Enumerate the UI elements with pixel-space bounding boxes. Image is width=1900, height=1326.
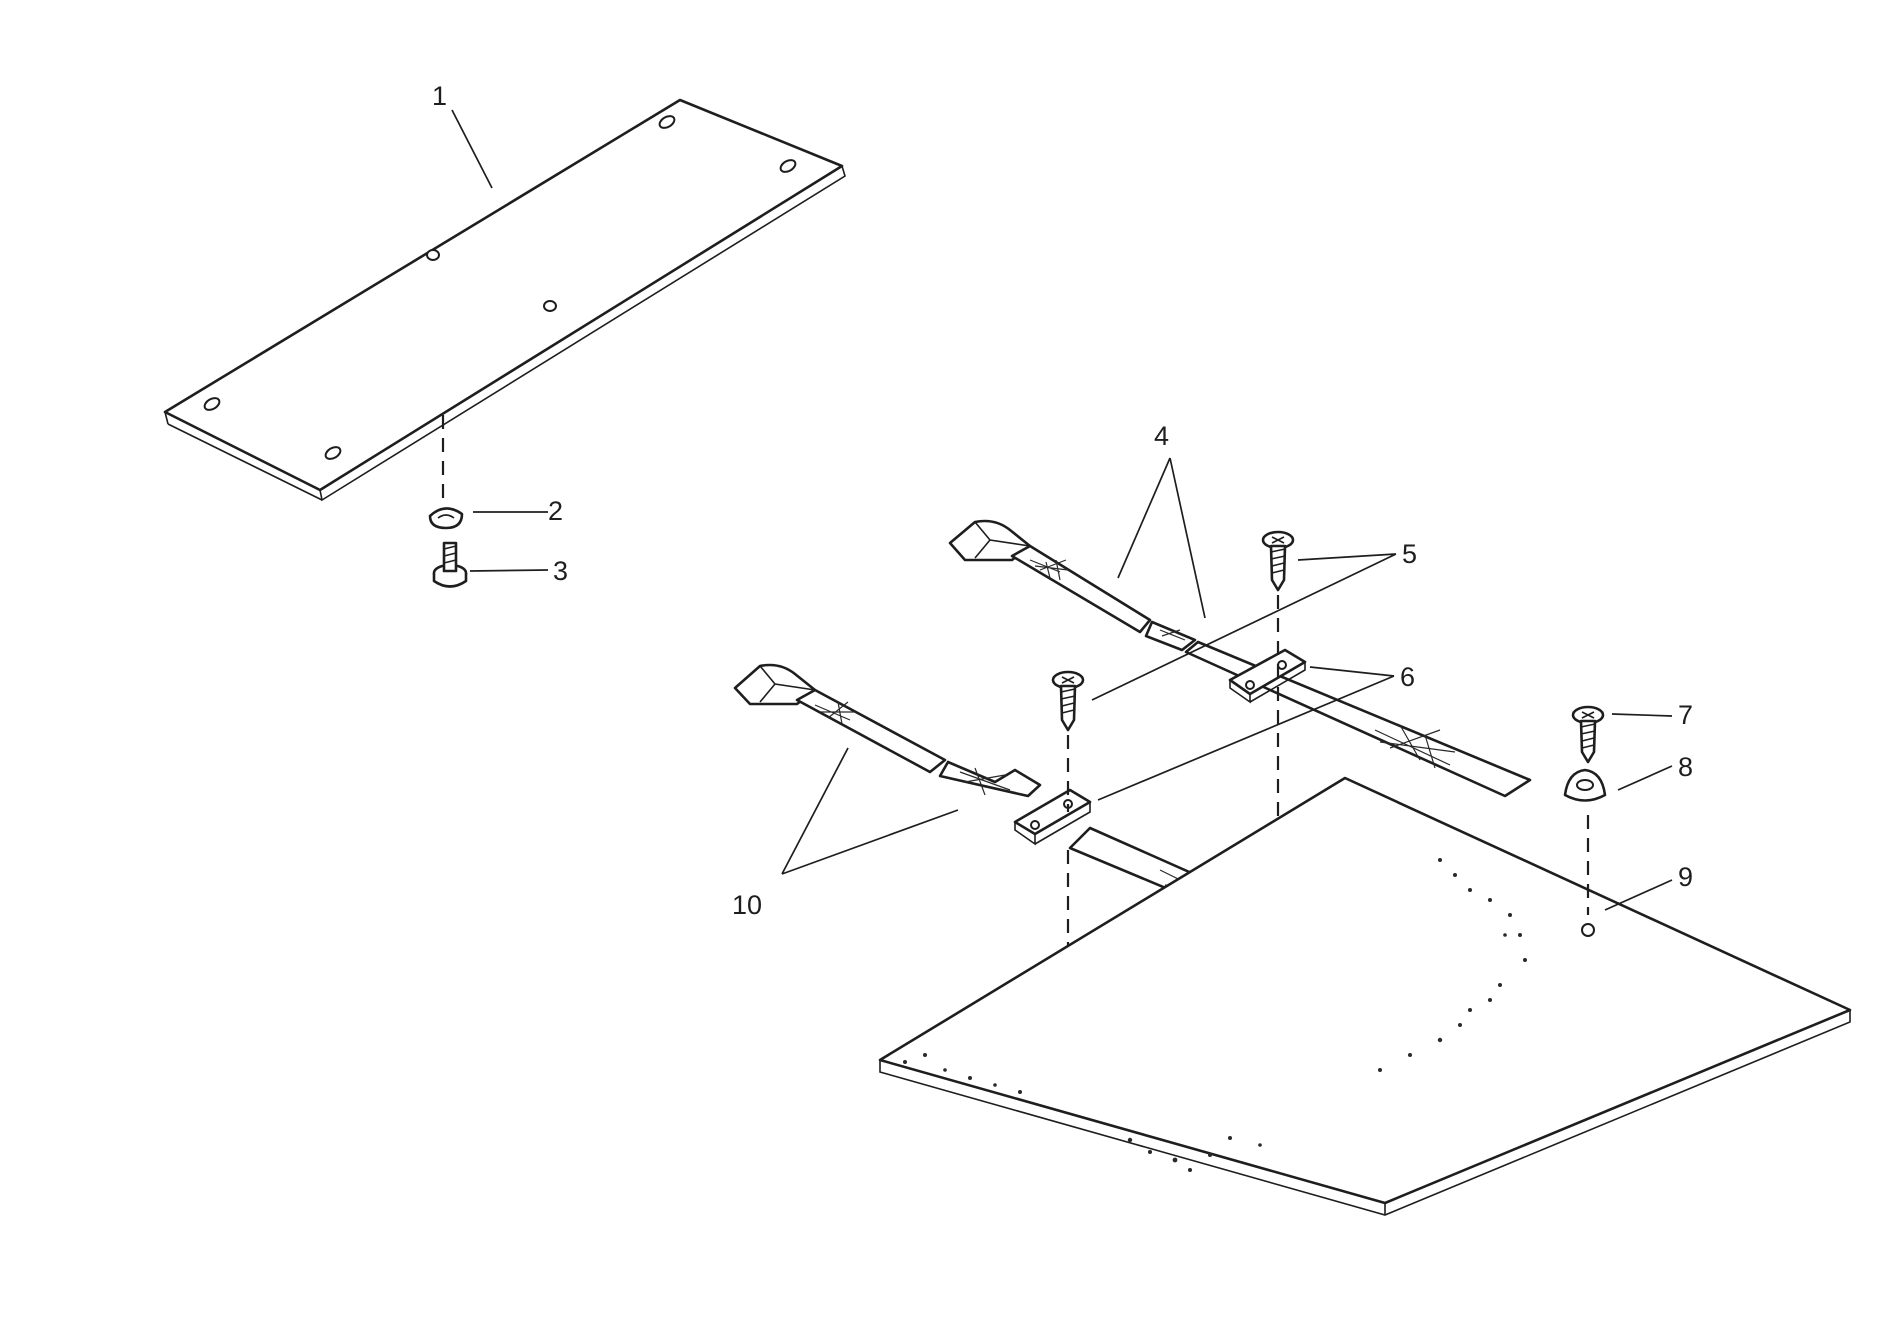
callout-4: 4 [1154,421,1169,451]
top-panel-part [163,98,846,502]
callout-7: 7 [1678,700,1693,730]
leader-lines [451,109,1673,911]
callout-8: 8 [1678,752,1693,782]
callout-6: 6 [1400,662,1415,692]
callout-9: 9 [1678,862,1693,892]
base-board-part [878,776,1852,1216]
upper-strap-plate-part [1228,648,1307,704]
callout-1: 1 [432,81,447,111]
lower-strap-plate-part [1013,788,1092,846]
upper-screw-part [1261,530,1295,592]
upper-strap-part [948,519,1532,798]
callout-5: 5 [1402,539,1417,569]
callout-10: 10 [732,890,762,920]
lower-screw-part [1051,670,1085,732]
screw-with-washer-part [432,541,468,588]
cup-washer-part [1563,768,1607,802]
callout-2: 2 [548,496,563,526]
base-board-texture [903,858,1527,1172]
callout-labels: 1 2 3 4 5 6 7 8 9 10 [432,81,1693,920]
upper-strap-hatching [1029,559,1456,769]
corner-screw-part [1571,705,1605,764]
clip-part [428,507,464,530]
callout-3: 3 [553,556,568,586]
